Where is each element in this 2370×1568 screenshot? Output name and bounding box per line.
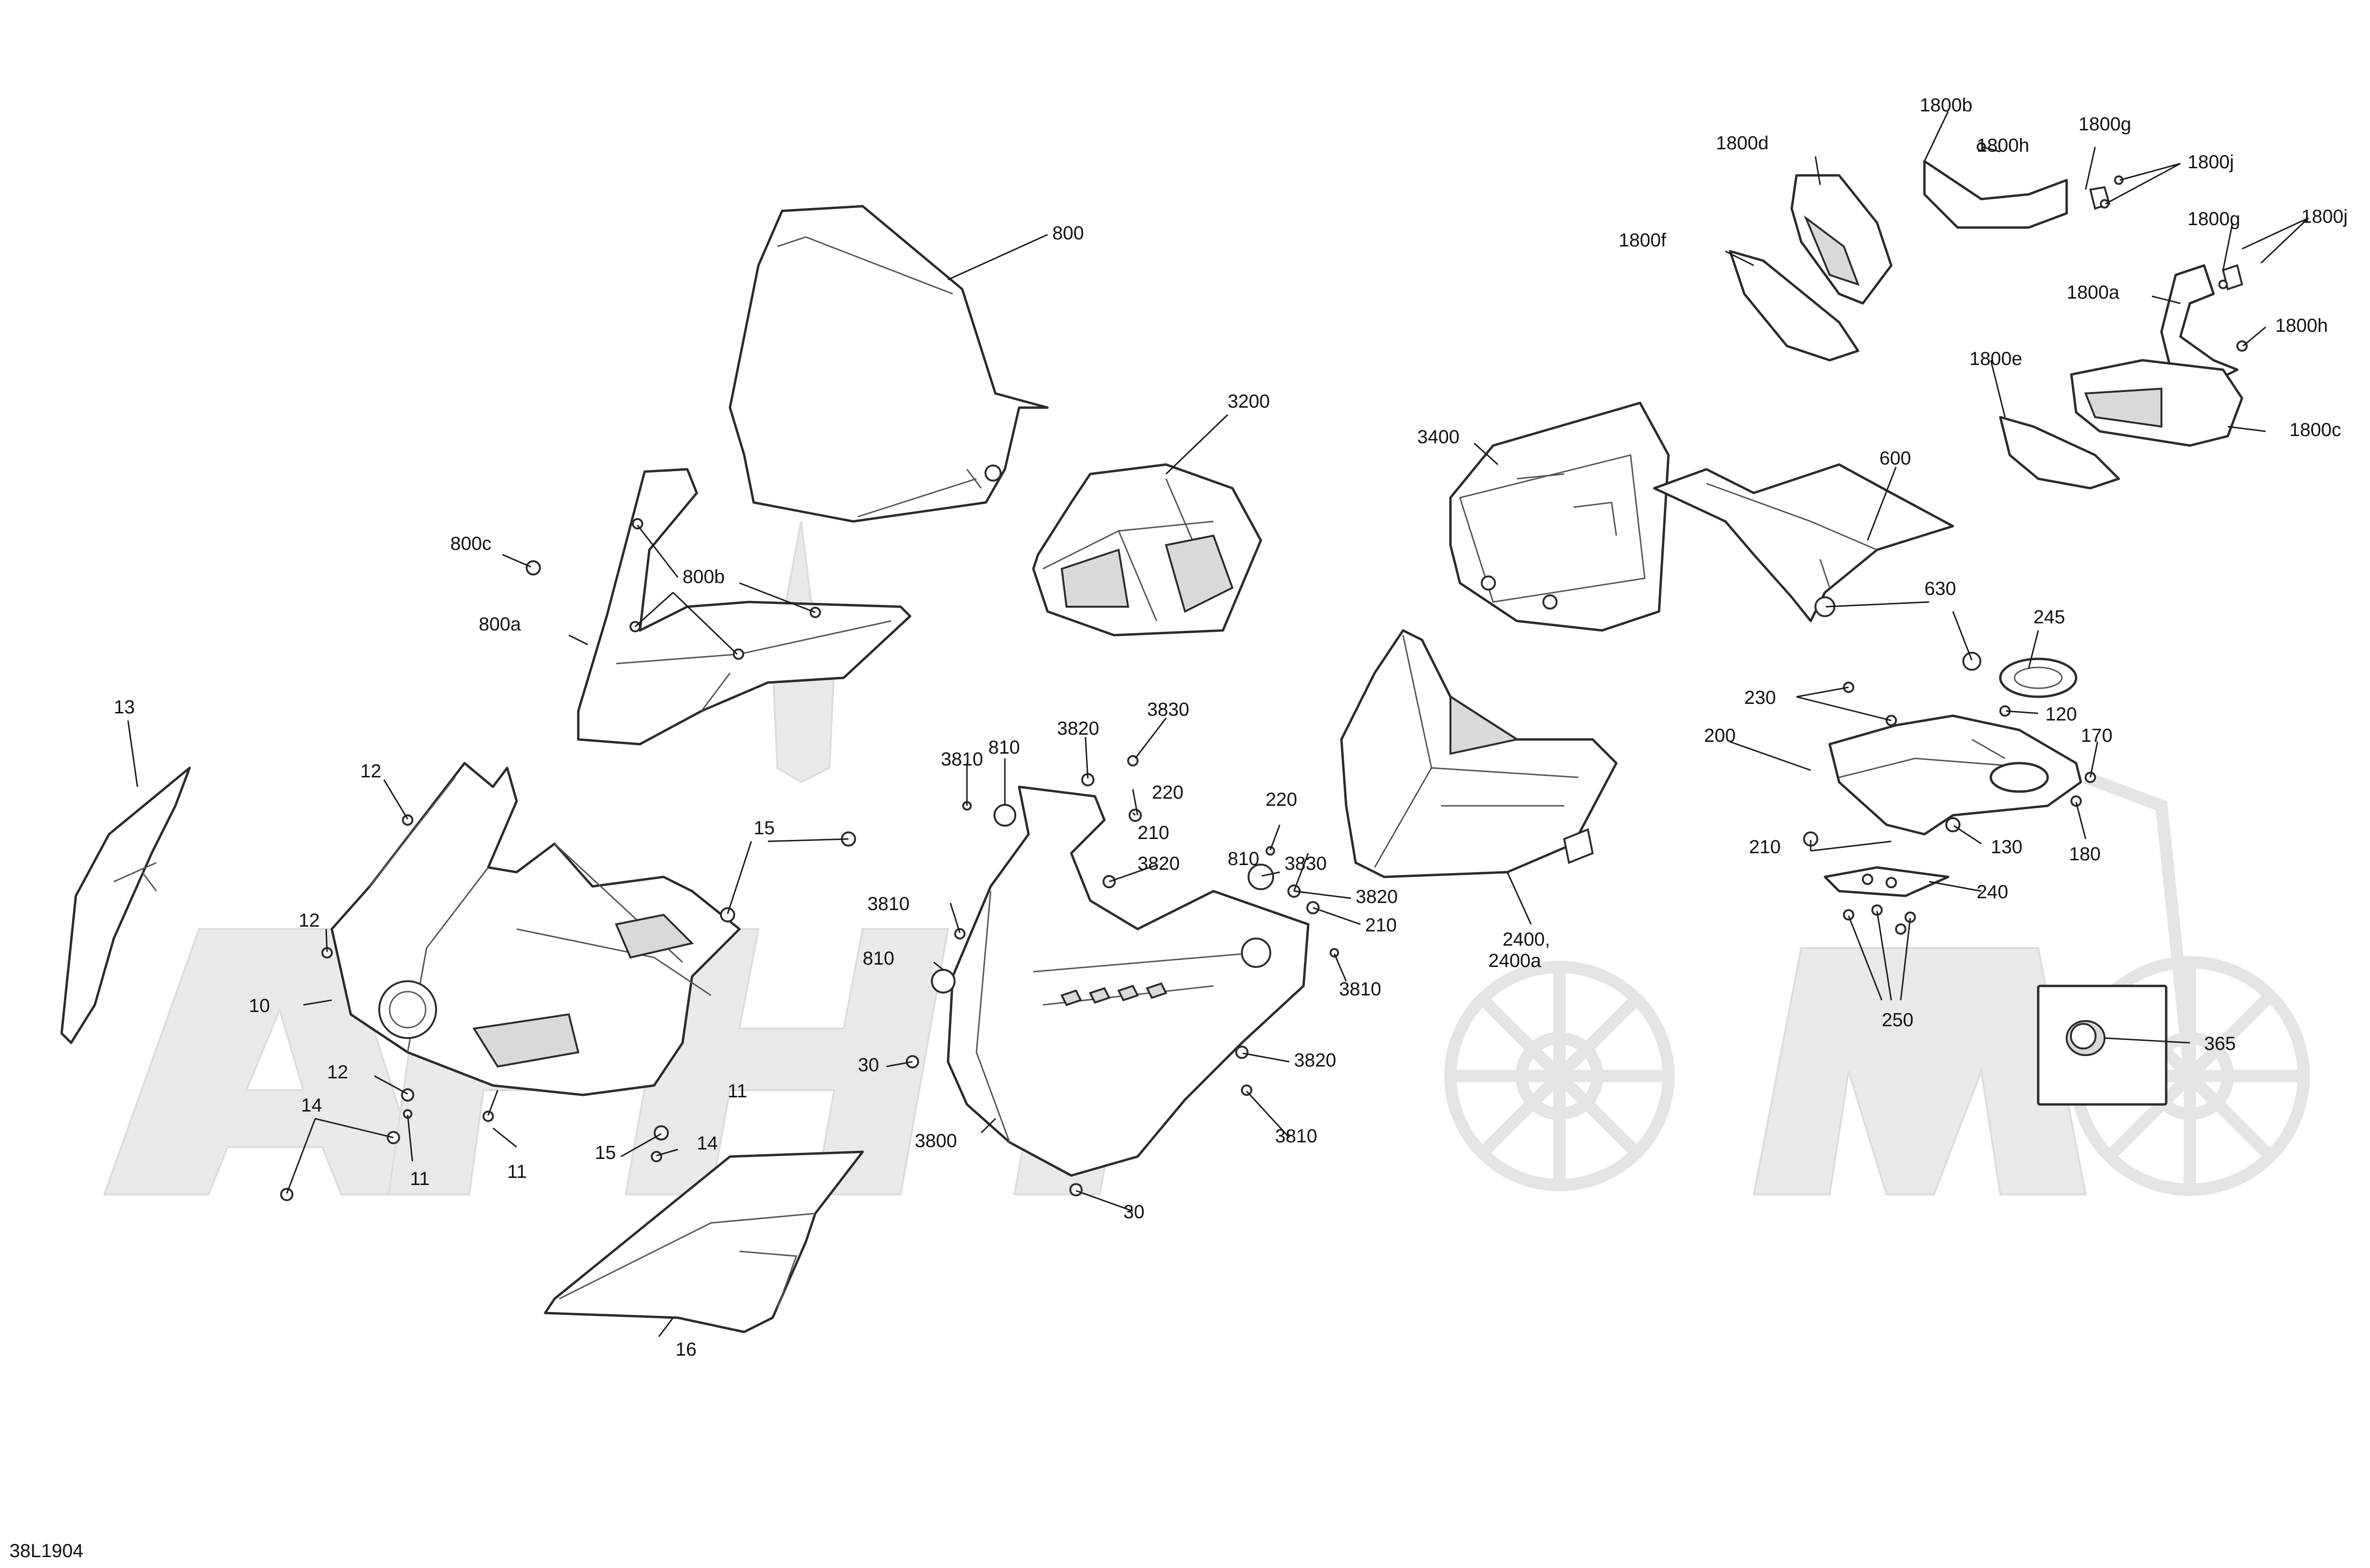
- callout-365: 365: [2204, 1033, 2236, 1054]
- callout-1800j-right: 1800j: [2301, 206, 2348, 227]
- part-800a-windshield-trim: [526, 468, 912, 746]
- callout-3820-top: 3820: [1057, 718, 1099, 739]
- part-13-side-panel: [60, 766, 191, 1044]
- callout-30-low: 30: [1123, 1202, 1145, 1222]
- part-800-windshield: [729, 205, 1049, 523]
- callout-3810-mid: 3810: [1339, 979, 1381, 1000]
- callout-1800b: 1800b: [1920, 95, 1972, 116]
- part-600-dash-panel: [1653, 463, 1954, 622]
- callout-1800a: 1800a: [2067, 282, 2120, 303]
- callout-245: 245: [2033, 607, 2065, 628]
- callout-240: 240: [1977, 882, 2008, 903]
- callout-1800h-top: 1800h: [1977, 135, 2029, 156]
- callout-200: 200: [1704, 725, 1736, 746]
- callout-810-left: 810: [863, 948, 894, 969]
- callout-1800f: 1800f: [1619, 230, 1667, 251]
- callout-12-mid: 12: [299, 910, 320, 931]
- part-1800-handguards: [1729, 160, 2243, 490]
- callout-3820-mid: 3820: [1356, 886, 1398, 907]
- callout-11-left: 11: [410, 1168, 430, 1189]
- callout-810-top: 810: [988, 737, 1020, 758]
- drawing-number: 38L1904: [9, 1541, 83, 1561]
- callout-14-mid: 14: [697, 1133, 718, 1154]
- callout-30-left: 30: [858, 1055, 879, 1076]
- callout-3810-top: 3810: [941, 749, 983, 770]
- callout-3810-left: 3810: [867, 893, 910, 914]
- callout-10: 10: [249, 995, 270, 1016]
- part-365-box: [2037, 985, 2168, 1106]
- callout-1800d: 1800d: [1716, 133, 1768, 154]
- callout-1800g-top: 1800g: [2078, 114, 2131, 135]
- callout-210-mid-top: 210: [1138, 822, 1169, 843]
- leader-lines: [127, 111, 2309, 1337]
- part-245-ring: [1999, 657, 2078, 698]
- callout-1800g-right: 1800g: [2188, 209, 2240, 229]
- callout-180: 180: [2069, 844, 2101, 865]
- callout-220-mid: 220: [1266, 789, 1297, 810]
- callout-3820-low: 3820: [1294, 1050, 1336, 1071]
- callout-250: 250: [1882, 1010, 1914, 1030]
- callout-810-mid: 810: [1228, 848, 1259, 869]
- callout-630: 630: [1924, 578, 1956, 599]
- callout-800: 800: [1052, 223, 1084, 244]
- part-2400-inner-fairing: [1340, 629, 1618, 878]
- callout-3400: 3400: [1417, 427, 1459, 447]
- part-10-front-fairing: [330, 762, 741, 1096]
- callout-1800j-top: 1800j: [2188, 152, 2234, 173]
- callout-11-mid: 11: [507, 1161, 527, 1182]
- callout-130: 130: [1991, 837, 2023, 857]
- callout-3830-top: 3830: [1147, 699, 1189, 720]
- callout-11-right: 11: [728, 1081, 747, 1102]
- part-16-lower-panel: [544, 1150, 864, 1333]
- callout-210-mid: 210: [1365, 915, 1397, 936]
- callout-1800e: 1800e: [1969, 348, 2022, 369]
- callout-3800: 3800: [915, 1130, 957, 1151]
- callout-3810-low: 3810: [1275, 1126, 1317, 1147]
- callout-210-right: 210: [1749, 837, 1781, 857]
- callout-labels: 800 800c 800b 800a 13 12 12 12 10 14 14 …: [114, 95, 2348, 1360]
- callout-12-top: 12: [360, 761, 382, 782]
- callout-220-top: 220: [1152, 782, 1184, 803]
- callout-15-low: 15: [595, 1142, 616, 1163]
- callout-1800h-right: 1800h: [2275, 315, 2328, 336]
- part-3400-storage-box: [1449, 401, 1670, 632]
- callout-14-left: 14: [301, 1095, 322, 1116]
- callout-3830-mid: 3830: [1285, 853, 1327, 874]
- callout-170: 170: [2081, 725, 2113, 746]
- callout-800b: 800b: [683, 566, 725, 587]
- part-3200-instrument-cover: [1032, 463, 1262, 637]
- callout-2400a: 2400a: [1488, 950, 1541, 971]
- callout-13: 13: [114, 697, 135, 718]
- part-200-frame: [1828, 714, 2082, 836]
- callout-3820-left: 3820: [1138, 853, 1180, 874]
- part-3800-front-lower-fairing: [947, 785, 1310, 1177]
- callout-230: 230: [1744, 687, 1776, 708]
- callout-16: 16: [675, 1339, 697, 1360]
- callout-800c: 800c: [450, 533, 492, 554]
- callout-120: 120: [2045, 704, 2077, 725]
- callout-800a: 800a: [479, 614, 521, 635]
- callout-15-top: 15: [754, 818, 775, 839]
- callout-600: 600: [1879, 448, 1911, 469]
- part-240-plate: [1823, 866, 1950, 897]
- callout-12-low: 12: [327, 1062, 348, 1083]
- callout-3200: 3200: [1228, 391, 1270, 412]
- callout-1800c: 1800c: [2289, 419, 2341, 440]
- callout-2400: 2400,: [1503, 929, 1550, 950]
